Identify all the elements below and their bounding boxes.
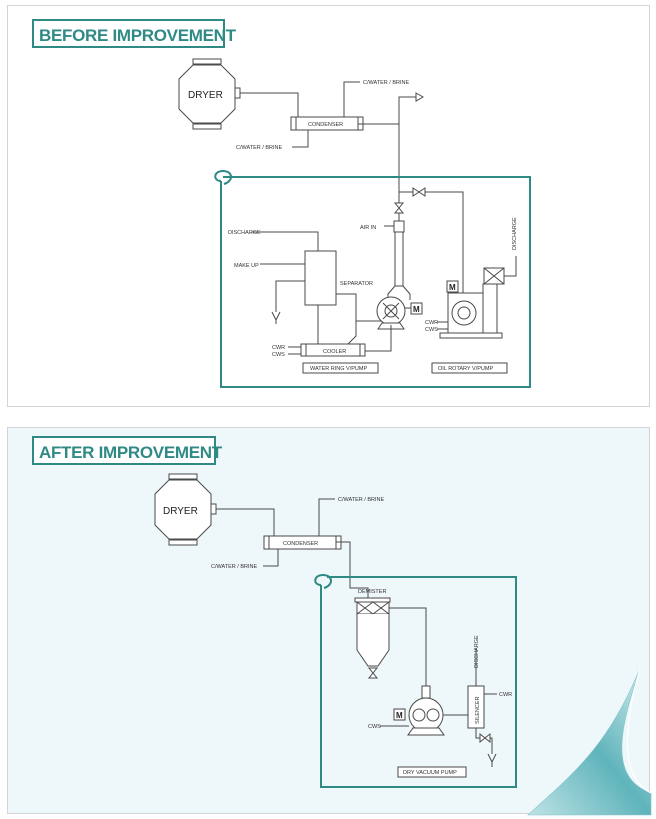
- water-ring-caption: WATER RING V/PUMP: [310, 366, 367, 372]
- after-cwr-label: CWR: [499, 692, 512, 698]
- silencer-label: SILENCER: [475, 696, 481, 724]
- cws-left-label: CWS: [272, 352, 285, 358]
- oil-rotary-pump: M: [439, 267, 505, 339]
- cwater-brine-bottom-label: C/WATER / BRINE: [236, 145, 282, 151]
- dryer-vessel: DRYER: [178, 58, 241, 130]
- discharge-left-label: DISCHARGE: [228, 230, 261, 236]
- valve-1: [412, 187, 420, 197]
- before-heading: BEFORE IMPROVEMENT: [32, 19, 237, 48]
- page-curl: [527, 667, 652, 816]
- after-dryer-vessel: DRYER: [154, 473, 217, 546]
- dryer-label: DRYER: [188, 90, 223, 101]
- vent-arrow: [415, 92, 425, 102]
- before-diagram: BEFORE IMPROVEMENT DRYER CONDENSER C/WAT…: [32, 19, 531, 388]
- make-up-label: MAKE UP: [234, 263, 259, 269]
- after-cwater-brine-top-label: C/WATER / BRINE: [338, 497, 384, 503]
- condenser-label: CONDENSER: [308, 122, 343, 128]
- separator: SEPARATOR: [304, 250, 373, 306]
- after-condenser-label: CONDENSER: [283, 541, 318, 547]
- after-cws-label: CWS: [368, 724, 381, 730]
- dry-vacuum-pump: M: [393, 685, 445, 736]
- after-heading: AFTER IMPROVEMENT: [32, 436, 223, 465]
- after-frame-curl: [314, 573, 332, 589]
- motor-label: M: [413, 305, 420, 314]
- air-in-label: AIR IN: [360, 225, 376, 231]
- demister-label: DEMISTER: [358, 589, 386, 595]
- after-condenser: CONDENSER: [263, 535, 342, 550]
- before-improvement-panel: BEFORE IMPROVEMENT DRYER CONDENSER C/WAT…: [7, 5, 650, 407]
- drain-left: [271, 311, 281, 322]
- cwr-right-label: CWR: [425, 320, 438, 326]
- after-dryer-label: DRYER: [163, 506, 198, 517]
- condenser: CONDENSER: [290, 116, 364, 131]
- oil-rotary-caption: OIL ROTARY V/PUMP: [438, 366, 493, 372]
- separator-label: SEPARATOR: [340, 281, 373, 287]
- after-motor-label: M: [396, 711, 403, 720]
- silencer: SILENCER: [467, 685, 485, 729]
- cooler: COOLER: [300, 343, 366, 357]
- water-ring-pump: M: [376, 296, 423, 330]
- motor-rotary-label: M: [449, 283, 456, 292]
- cws-right-label: CWS: [425, 327, 438, 333]
- cwater-brine-top-label: C/WATER / BRINE: [363, 80, 409, 86]
- after-cwater-brine-bottom-label: C/WATER / BRINE: [211, 564, 257, 570]
- frame-curl: [214, 169, 232, 185]
- svg-text:AFTER IMPROVEMENT: AFTER IMPROVEMENT: [39, 443, 223, 462]
- air-filter: [393, 220, 405, 233]
- after-improvement-panel: AFTER IMPROVEMENT DRYER CONDENSER C/WATE…: [7, 427, 652, 816]
- svg-text:BEFORE IMPROVEMENT: BEFORE IMPROVEMENT: [39, 26, 237, 45]
- demister: DEMISTER: [354, 589, 391, 667]
- dry-pump-caption: DRY VACUUM PUMP: [403, 770, 457, 776]
- discharge-right-label: DISCHARGE: [512, 217, 518, 250]
- cwr-left-label: CWR: [272, 345, 285, 351]
- cooler-label: COOLER: [323, 349, 346, 355]
- after-drain: [487, 753, 497, 764]
- after-discharge-label: DISCHARGE: [474, 635, 480, 668]
- after-diagram: AFTER IMPROVEMENT DRYER CONDENSER C/WATE…: [32, 436, 652, 816]
